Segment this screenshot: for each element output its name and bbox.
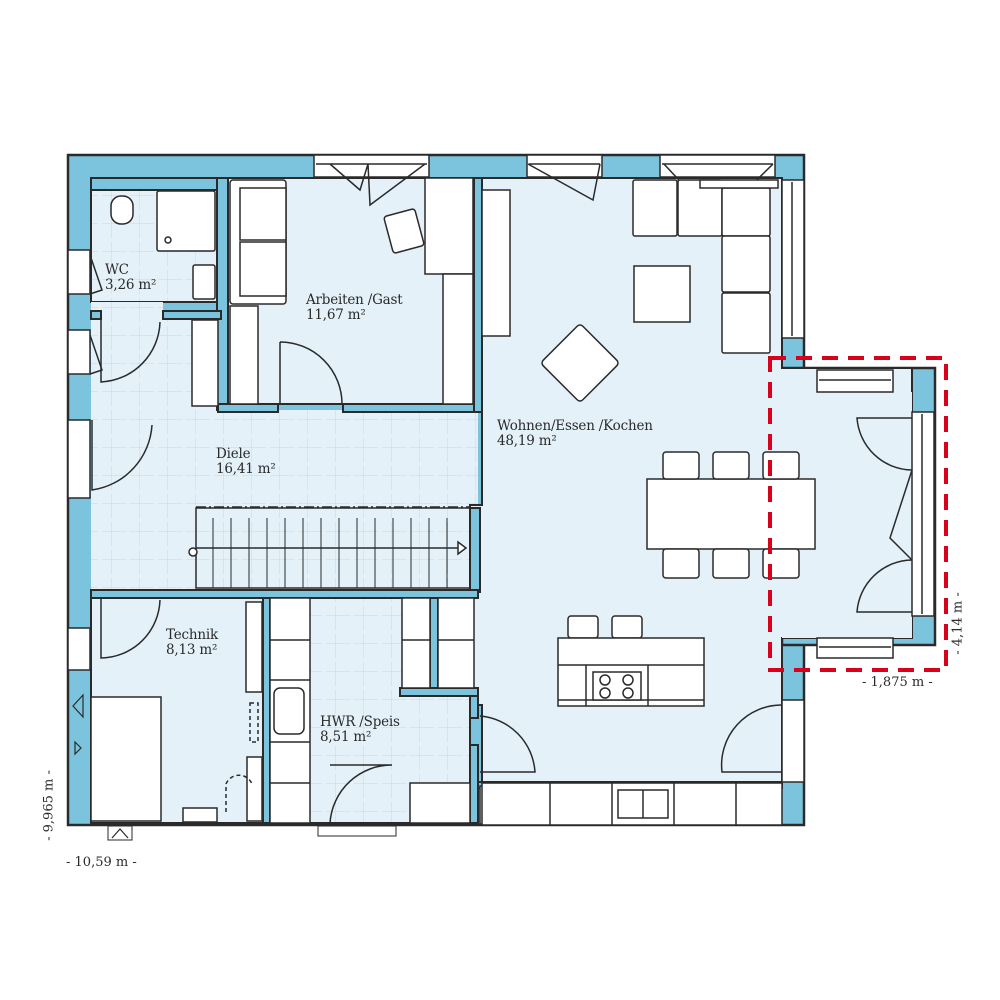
room-name: Technik bbox=[166, 627, 218, 643]
room-area: 3,26 m² bbox=[105, 277, 157, 293]
dimension-depth: - 9,965 m - bbox=[41, 770, 57, 841]
bay-extension-highlight bbox=[768, 356, 948, 672]
coffee-table bbox=[633, 265, 691, 323]
sideboard bbox=[481, 189, 511, 337]
wc-sink bbox=[192, 264, 216, 300]
room-label-arbeiten: Arbeiten /Gast 11,67 m² bbox=[306, 293, 403, 323]
armchair bbox=[541, 324, 619, 402]
room-area: 8,51 m² bbox=[320, 729, 372, 745]
room-label-hwr: HWR /Speis 8,51 m² bbox=[320, 715, 400, 745]
room-name: WC bbox=[105, 262, 129, 278]
room-label-technik: Technik 8,13 m² bbox=[166, 628, 218, 658]
room-area: 8,13 m² bbox=[166, 642, 218, 658]
room-label-diele: Diele 16,41 m² bbox=[216, 447, 276, 477]
room-name: Wohnen/Essen /Kochen bbox=[497, 418, 653, 434]
dimension-bay-width: - 1,875 m - bbox=[862, 675, 933, 690]
room-area: 16,41 m² bbox=[216, 461, 276, 477]
room-label-wohnen: Wohnen/Essen /Kochen 48,19 m² bbox=[497, 419, 653, 449]
shower bbox=[156, 190, 216, 252]
desk-chair bbox=[383, 208, 425, 254]
technik-unit bbox=[90, 696, 162, 822]
wall-symbols bbox=[72, 693, 129, 839]
triangle-left-icon bbox=[72, 693, 84, 719]
dimension-width: - 10,59 m - bbox=[66, 855, 137, 870]
triangle-right-icon bbox=[74, 740, 82, 756]
desk bbox=[424, 177, 474, 275]
bar-stool bbox=[567, 615, 599, 639]
room-name: Arbeiten /Gast bbox=[306, 292, 403, 308]
room-name: Diele bbox=[216, 446, 251, 462]
room-label-wc: WC 3,26 m² bbox=[105, 263, 156, 293]
room-area: 48,19 m² bbox=[497, 433, 557, 449]
washer bbox=[273, 687, 305, 735]
door-swings bbox=[91, 320, 913, 824]
staircase bbox=[188, 506, 471, 589]
furniture bbox=[90, 177, 816, 826]
dining-table bbox=[646, 478, 816, 550]
room-name: HWR /Speis bbox=[320, 714, 400, 730]
dimension-bay-depth: - 4,14 m - bbox=[950, 592, 966, 655]
room-area: 11,67 m² bbox=[306, 307, 366, 323]
toilet bbox=[110, 195, 134, 225]
sofa-seat bbox=[632, 179, 678, 237]
